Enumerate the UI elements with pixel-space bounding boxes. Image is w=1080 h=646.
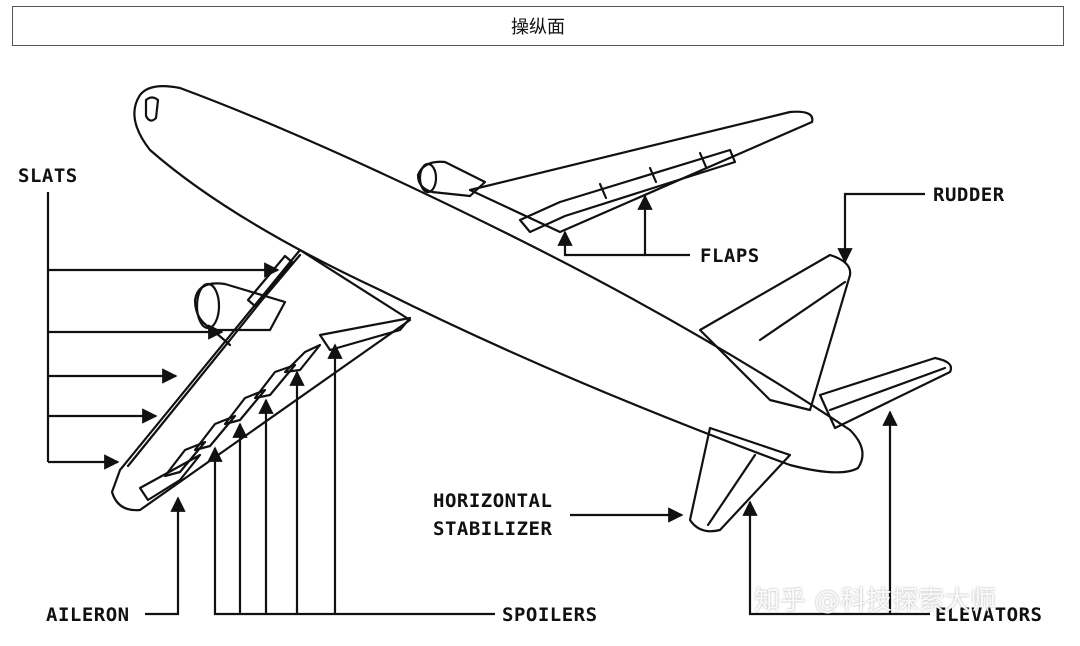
aileron-panel [138, 453, 202, 502]
label-aileron: AILERON [46, 604, 130, 626]
label-slats: SLATS [18, 165, 78, 187]
vertical-tail [698, 253, 852, 412]
label-flaps: FLAPS [700, 245, 760, 267]
label-rudder: RUDDER [933, 184, 1005, 206]
label-horizontal-stabilizer-line2: STABILIZER [433, 518, 552, 540]
cockpit-window [144, 96, 160, 122]
near-wing [110, 248, 412, 512]
label-horizontal-stabilizer-line1: HORIZONTAL [433, 490, 552, 512]
page-title: 操纵面 [511, 17, 565, 38]
fuselage [133, 85, 864, 474]
watermark: 知乎 @科技探索大师 [754, 586, 997, 616]
title-box: 操纵面 [12, 6, 1064, 46]
near-horizontal-stabilizer [688, 426, 792, 533]
slats-panels [126, 253, 302, 468]
label-elevators: ELEVATORS [935, 604, 1042, 626]
far-wing [468, 110, 814, 234]
far-engine [416, 160, 487, 198]
far-wing-flaps [518, 148, 737, 234]
far-horizontal-stabilizer [818, 356, 953, 430]
near-wing-flaps [318, 316, 412, 352]
label-spoilers: SPOILERS [502, 604, 598, 626]
